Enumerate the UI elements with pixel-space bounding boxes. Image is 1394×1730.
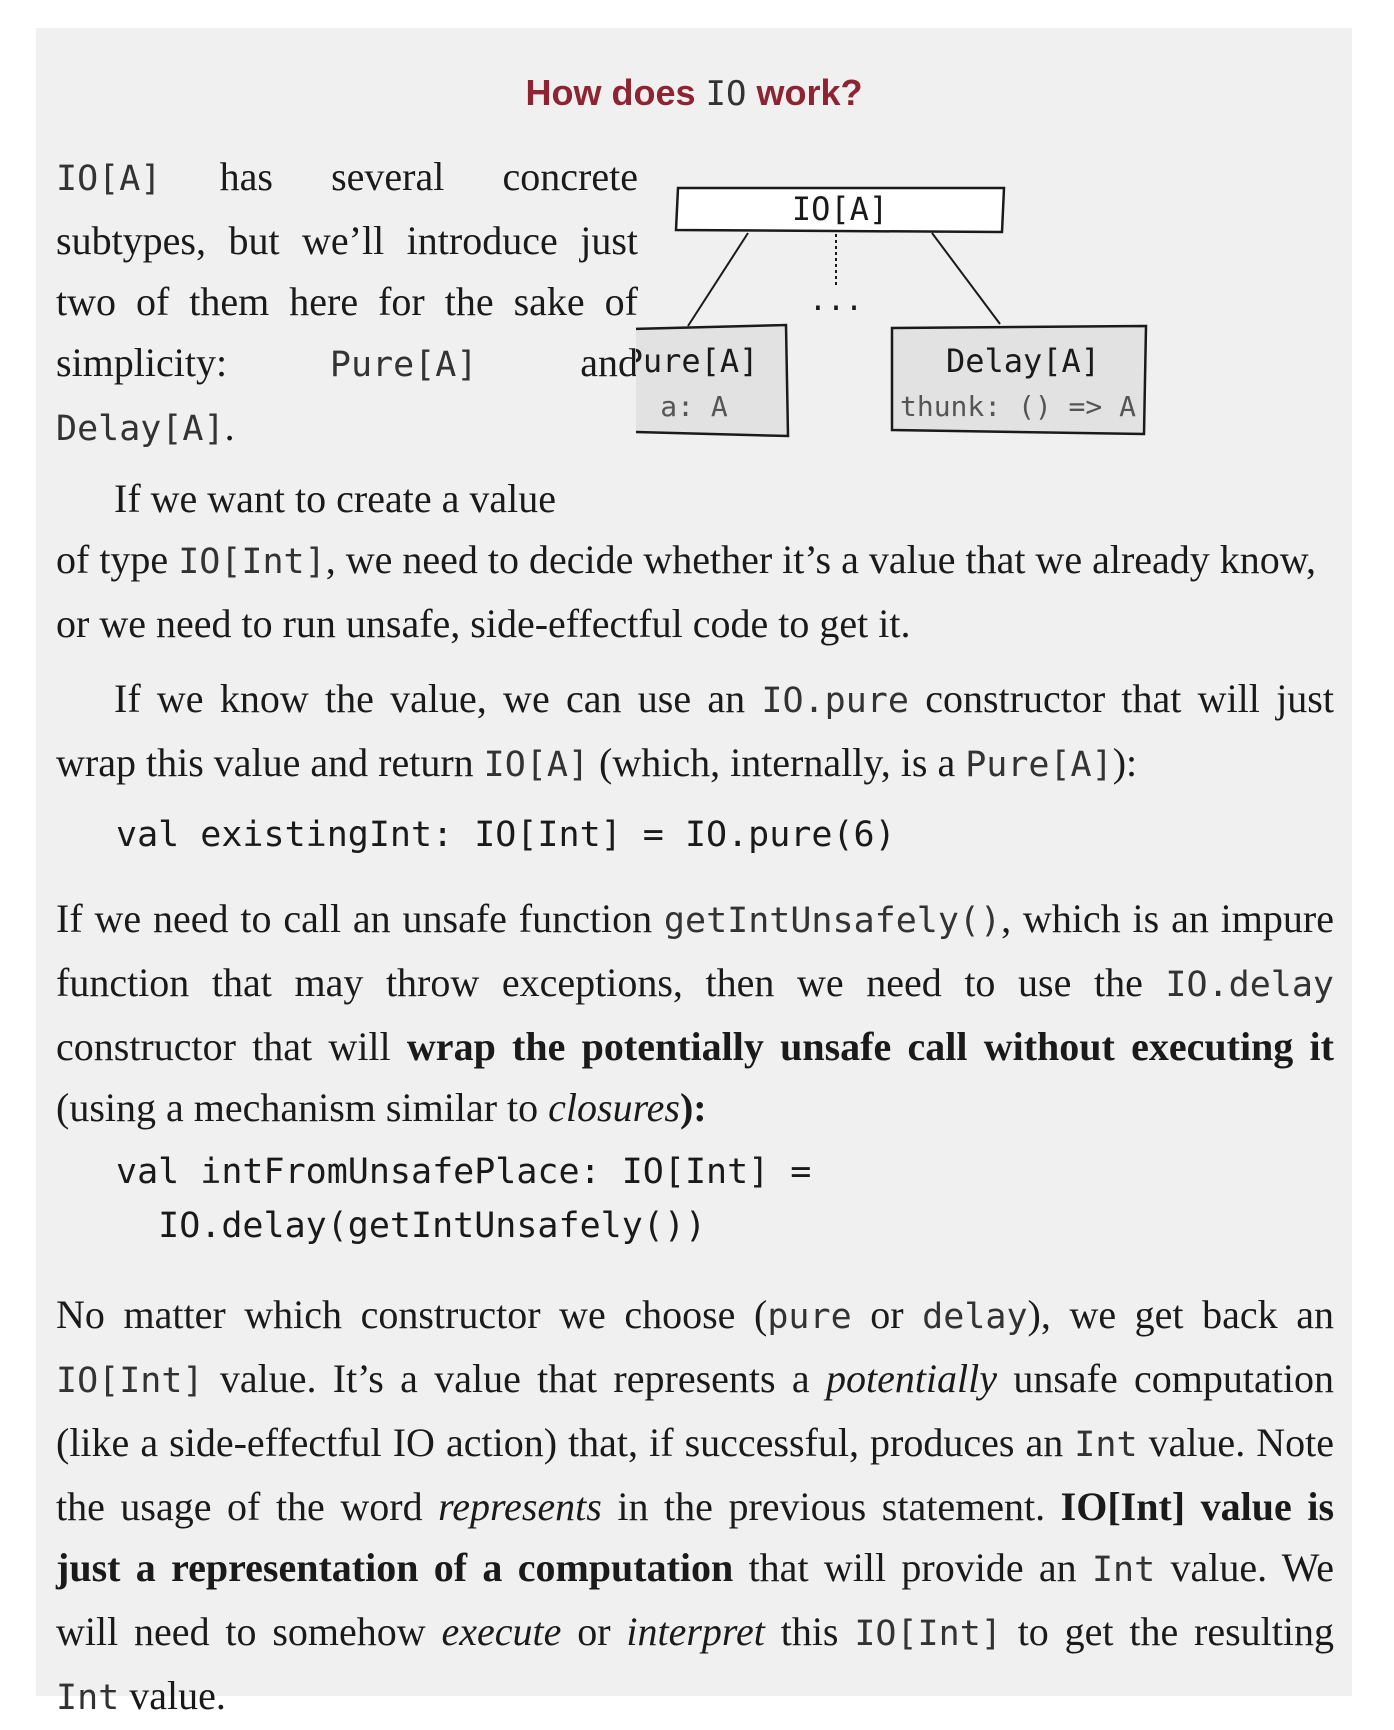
diagram-delay-box (890, 324, 1148, 436)
paragraph-io-pure: If we know the value, we can use an IO.p… (56, 668, 1334, 796)
text: unsafe computation (like a side-effectfu… (56, 1356, 1334, 1465)
italic-text: execute (441, 1609, 562, 1654)
diagram-delay-name: Delay[A] (946, 342, 1100, 380)
italic-text: interpret (626, 1609, 765, 1654)
title-prefix: How does (525, 72, 706, 113)
text: ): (679, 1085, 707, 1130)
diagram-pure-field: a: A (660, 390, 728, 423)
italic-text: represents (438, 1484, 602, 1529)
paragraph-io-delay: If we need to call an unsafe function ge… (56, 888, 1334, 1138)
bold-text: IO[Int] value is just a representation o… (56, 1484, 1335, 1590)
text: in the previous statement. (601, 1484, 1061, 1529)
text: ), we get back an (1027, 1292, 1334, 1337)
text: has several concrete subtypes, but we’ll… (56, 154, 638, 385)
code-io-a: IO[A] (56, 159, 162, 199)
text: If we want to create a value (114, 476, 556, 521)
diagram-pure-name: Pure[A] (636, 342, 758, 380)
diagram-edge-left (687, 232, 749, 327)
code-delay: delay (922, 1297, 1028, 1337)
paragraph-representation: No matter which constructor we choose (p… (56, 1284, 1334, 1729)
code-get-int-unsafely: getIntUnsafely() (663, 901, 1002, 941)
code-block-unsafe-place: val intFromUnsafePlace: IO[Int] = IO.del… (116, 1152, 812, 1246)
text: No matter which constructor we choose ( (56, 1292, 768, 1337)
text: (which, internally, is a (589, 740, 966, 785)
diagram-edge-right (931, 232, 1001, 325)
text: value. (119, 1673, 226, 1718)
code-io-delay: IO.delay (1165, 965, 1334, 1005)
code-io-int: IO[Int] (854, 1614, 1002, 1654)
text: this (764, 1609, 855, 1654)
diagram-ellipsis: ... (809, 283, 863, 318)
diagram-delay-field: thunk: () => A (900, 390, 1136, 423)
code-pure-a: Pure[A] (329, 345, 478, 385)
code-io-pure: IO.pure (761, 681, 909, 721)
text: ): (1112, 740, 1138, 785)
text: to get the resulting (1001, 1609, 1335, 1654)
text: of type (56, 537, 179, 582)
diagram-pure-box (636, 323, 790, 438)
text: or (851, 1292, 923, 1337)
code-block-existing-int: val existingInt: IO[Int] = IO.pure(6) (116, 815, 896, 855)
paragraph-create-value-line1: If we want to create a value (114, 468, 634, 529)
text: constructor that will (56, 1024, 407, 1069)
italic-text: closures (548, 1085, 680, 1130)
text: , we need to decide whether it’s a value… (56, 537, 1317, 646)
text: (using a mechanism similar to (56, 1085, 549, 1130)
code-delay-a: Delay[A] (56, 409, 225, 449)
text: , which is an impure function that may t… (56, 896, 1334, 1005)
text: that will provide an (733, 1545, 1092, 1590)
diagram-root-label: IO[A] (792, 190, 888, 228)
bold-text: wrap the potentially unsafe call without… (406, 1024, 1334, 1069)
text: If we need to call an unsafe function (56, 896, 664, 941)
box-title: How does IO work? (36, 72, 1352, 114)
paragraph-subtypes: IO[A] has several concrete subtypes, but… (56, 146, 638, 460)
code-io-int: IO[Int] (178, 542, 326, 582)
code-pure-a: Pure[A] (965, 745, 1113, 785)
code-int: Int (56, 1678, 120, 1718)
text: value. It’s a value that represents a (203, 1356, 826, 1401)
paragraph-create-value: of type IO[Int], we need to decide wheth… (56, 529, 1334, 654)
title-suffix: work? (746, 72, 863, 113)
text: . (224, 404, 235, 449)
text: or (561, 1609, 627, 1654)
text: value. We will need to somehow (56, 1545, 1334, 1654)
code-int: Int (1091, 1550, 1156, 1590)
code-pure: pure (767, 1297, 852, 1337)
text: and (477, 340, 638, 385)
italic-text: potentially (825, 1356, 998, 1401)
code-int: Int (1074, 1425, 1138, 1465)
text: If we know the value, we can use an (114, 676, 762, 721)
title-code: IO (705, 74, 747, 114)
io-hierarchy-diagram: IO[A] ... Pure[A] a: A Delay[A] thunk: (… (636, 186, 1148, 438)
code-io-int: IO[Int] (56, 1361, 204, 1401)
sidebar-box: How does IO work? IO[A] has several conc… (36, 28, 1352, 1718)
text: constructor that will just wrap this val… (56, 676, 1334, 785)
code-io-a: IO[A] (483, 745, 589, 785)
text: value. Note the usage of the word (56, 1420, 1334, 1529)
diagram-root-box (674, 186, 1006, 234)
